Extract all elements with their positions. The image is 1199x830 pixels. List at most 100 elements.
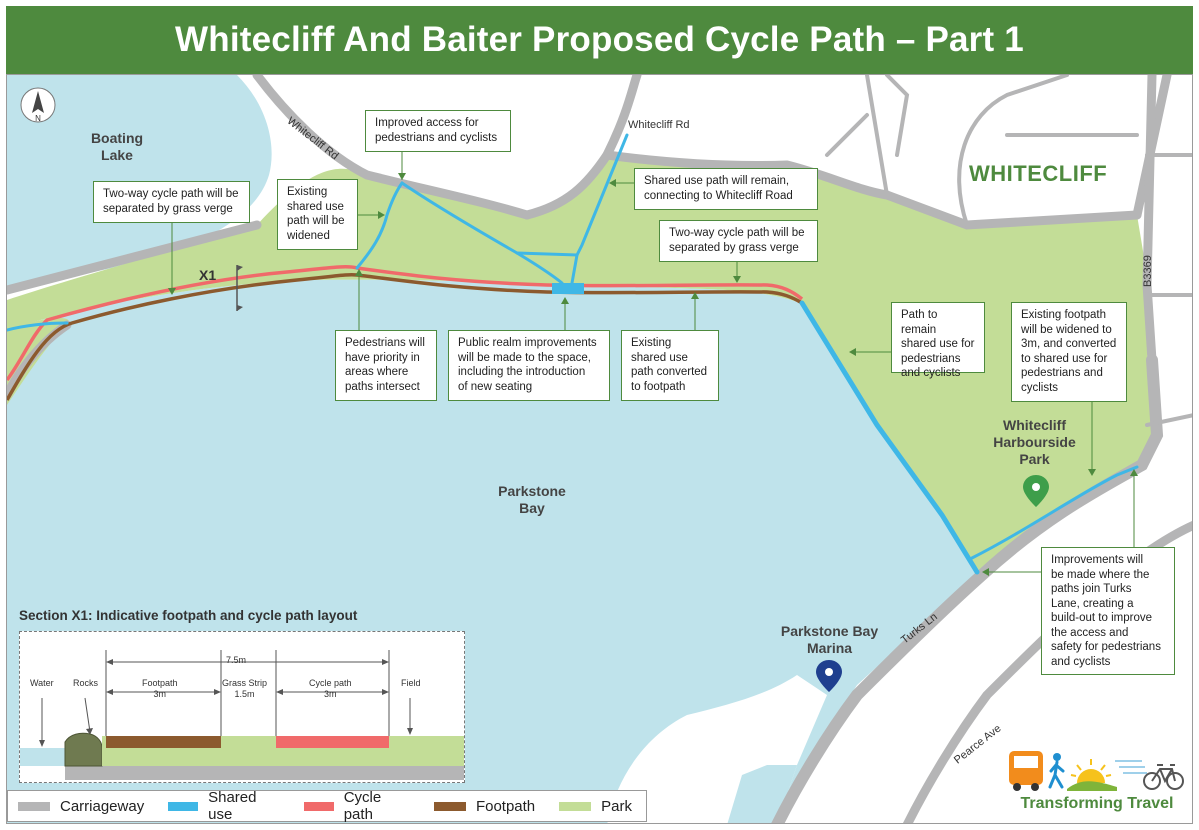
callout-shared-remain: Shared use path will remain, connecting … bbox=[634, 168, 818, 210]
callout-line: Existing footpath bbox=[1021, 309, 1107, 321]
sec-line: Cycle path bbox=[309, 678, 352, 688]
callout-improved-access: Improved access for pedestrians and cycl… bbox=[365, 110, 511, 152]
legend-item-carriageway: Carriageway bbox=[18, 798, 144, 815]
park-pin-icon bbox=[1023, 475, 1049, 507]
callout-line: shared use for bbox=[901, 338, 975, 350]
section-footpath-label: Footpath 3m bbox=[142, 678, 178, 699]
sec-line: 3m bbox=[324, 688, 337, 699]
callout-line: 3m, and converted bbox=[1021, 338, 1117, 350]
marina-pin-icon bbox=[816, 660, 842, 692]
callout-line: will be widened to bbox=[1021, 323, 1112, 336]
place-line: Bay bbox=[519, 500, 545, 516]
callout-line: including the introduction bbox=[458, 366, 586, 378]
sun-icon bbox=[1067, 759, 1117, 791]
callout-line: to shared use for bbox=[1021, 352, 1108, 365]
road-label-whitecliff-rd-2: Whitecliff Rd bbox=[628, 119, 690, 131]
svg-text:N: N bbox=[35, 114, 41, 123]
callout-line: paths intersect bbox=[345, 380, 420, 393]
shared-use-lines bbox=[7, 133, 1139, 575]
legend-label: Carriageway bbox=[60, 797, 145, 815]
callout-line: separated by grass verge bbox=[669, 241, 799, 254]
legend-item-cycle-path: Cycle path bbox=[303, 789, 410, 823]
callout-line: widened bbox=[287, 229, 330, 242]
callout-line: connecting to Whitecliff Road bbox=[644, 189, 793, 202]
section-rocks-label: Rocks bbox=[73, 678, 99, 688]
parkstone-bay-label: Parkstone Bay bbox=[477, 483, 587, 517]
section-diagram-canvas bbox=[20, 650, 464, 780]
place-line: Harbourside bbox=[993, 434, 1076, 450]
boating-lake-label: Boating Lake bbox=[77, 130, 157, 164]
callout-line: build-out to improve bbox=[1051, 612, 1152, 624]
legend-swatch bbox=[303, 801, 334, 811]
transforming-travel-logo: Transforming Travel bbox=[1007, 745, 1187, 820]
callout-turks-lane: Improvements will be made where the path… bbox=[1041, 547, 1175, 675]
bicycle-icon bbox=[1143, 764, 1184, 790]
legend-label: Cycle path bbox=[343, 789, 382, 823]
place-line: Marina bbox=[806, 640, 853, 656]
legend-label: Footpath bbox=[475, 797, 536, 815]
sec-line: Grass Strip bbox=[222, 678, 268, 688]
callout-line: of new seating bbox=[458, 380, 533, 393]
callout-line: areas where bbox=[345, 366, 409, 378]
bus-icon bbox=[1009, 751, 1043, 791]
callout-pedestrian-priority: Pedestrians will have priority in areas … bbox=[335, 330, 437, 401]
callout-line: Existing bbox=[287, 186, 328, 198]
callout-line: Two-way cycle path will be bbox=[103, 188, 239, 200]
callout-line: Improved access for bbox=[375, 117, 479, 129]
callout-line: be made where the bbox=[1051, 568, 1150, 581]
callout-line: the access and bbox=[1051, 626, 1129, 639]
header-banner: Whitecliff And Baiter Proposed Cycle Pat… bbox=[6, 6, 1193, 74]
callout-line: Shared use path will remain, bbox=[644, 175, 790, 187]
callout-line: Two-way cycle path will be bbox=[669, 227, 805, 239]
section-field-label: Field bbox=[401, 678, 421, 688]
section-marker-label: X1 bbox=[199, 267, 217, 283]
legend-label: Shared use bbox=[208, 789, 257, 823]
road-label-b3369: B3369 bbox=[1142, 255, 1154, 287]
pedestrian-icon bbox=[1048, 753, 1065, 789]
callout-line: cyclists bbox=[1021, 381, 1059, 394]
callout-line: will be made to the space, bbox=[458, 351, 591, 364]
marina-label: Parkstone Bay Marina bbox=[767, 623, 892, 657]
cycle-path-line bbox=[7, 265, 804, 382]
section-cycle-label: Cycle path 3m bbox=[309, 678, 352, 699]
place-line: Boating bbox=[90, 130, 144, 146]
section-water-label: Water bbox=[30, 678, 54, 688]
north-arrow-icon: N bbox=[20, 87, 56, 123]
place-line: Parkstone Bay bbox=[780, 623, 879, 639]
section-x1-marker bbox=[236, 265, 243, 311]
speed-lines bbox=[1115, 760, 1147, 774]
callout-line: Existing bbox=[631, 337, 672, 349]
map-area[interactable]: N Boating Lake WHITECLIFF Parkstone Bay … bbox=[6, 74, 1193, 824]
section-title: Section X1: Indicative footpath and cycl… bbox=[19, 608, 358, 623]
legend-item-shared-use: Shared use bbox=[168, 789, 280, 823]
legend-swatch bbox=[433, 801, 466, 811]
sec-line: 1.5m bbox=[234, 688, 255, 699]
callout-line: have priority in bbox=[345, 351, 420, 364]
callout-line: Path to remain bbox=[901, 309, 938, 336]
page-title: Whitecliff And Baiter Proposed Cycle Pat… bbox=[175, 20, 1024, 59]
section-x1-inset: Section X1: Indicative footpath and cycl… bbox=[19, 608, 465, 783]
callout-line: Improvements will bbox=[1051, 554, 1144, 566]
place-line: Parkstone bbox=[498, 483, 566, 499]
park-area bbox=[7, 155, 1157, 575]
callout-line: and cyclists bbox=[901, 367, 961, 379]
callout-line: Public realm improvements bbox=[458, 337, 597, 349]
logo-graphic bbox=[1009, 751, 1184, 791]
logo-text: Transforming Travel bbox=[1020, 795, 1174, 812]
place-line: Park bbox=[1019, 451, 1050, 467]
place-line: Whitecliff bbox=[1003, 417, 1066, 433]
callout-line: Lane, creating a bbox=[1051, 597, 1134, 610]
callout-line: to footpath bbox=[631, 380, 686, 393]
callout-line: safety for pedestrians bbox=[1051, 641, 1161, 653]
callout-path-remain-shared: Path to remain shared use for pedestrian… bbox=[891, 302, 985, 379]
legend-item-footpath: Footpath bbox=[433, 797, 536, 815]
callout-line: shared use bbox=[287, 200, 344, 213]
callout-two-way-left: Two-way cycle path will be separated by … bbox=[93, 181, 250, 223]
callout-line: shared use bbox=[631, 351, 688, 364]
callout-line: paths join Turks bbox=[1051, 583, 1132, 595]
sec-line: 3m bbox=[153, 688, 167, 699]
legend-label: Park bbox=[601, 797, 632, 815]
callout-line: pedestrians and cyclists bbox=[375, 131, 498, 144]
callout-line: path will be bbox=[287, 215, 345, 227]
callout-public-realm: Public realm improvements will be made t… bbox=[448, 330, 610, 401]
